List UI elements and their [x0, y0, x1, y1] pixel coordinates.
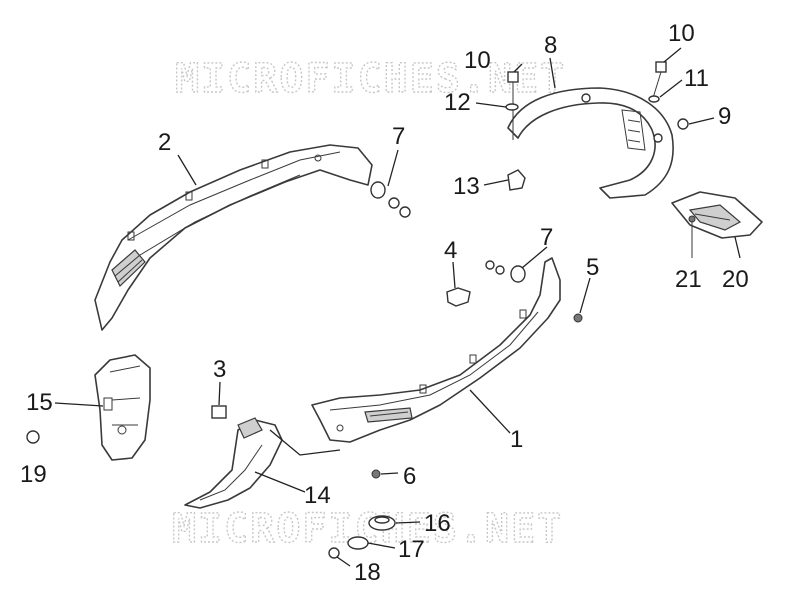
- callout-12: 12: [444, 89, 471, 116]
- callout-14: 14: [304, 482, 331, 509]
- part-20-rear-trim: [671, 191, 763, 239]
- callout-9: 9: [718, 103, 731, 130]
- part-11-washer: [648, 95, 660, 103]
- callout-2: 2: [158, 129, 171, 156]
- part-1-right-side-cover: [311, 257, 561, 443]
- watermark-top: MICROFICHES.NET: [175, 56, 566, 102]
- part-19-nut: [26, 430, 40, 444]
- callout-7-upper: 7: [392, 123, 405, 150]
- callout-8: 8: [544, 32, 557, 59]
- part-6-screw: [371, 469, 381, 479]
- callout-3: 3: [213, 356, 226, 383]
- part-12-washer: [505, 103, 519, 111]
- callout-17: 17: [398, 536, 425, 563]
- part-13-nut: [507, 169, 526, 191]
- callout-6: 6: [403, 463, 416, 490]
- part-9-washer: [677, 118, 689, 130]
- callout-labels: 1 2 3 4 5 6 7 7 8 9 10 10 11 12 13 14 15…: [20, 20, 749, 586]
- leader-lines: [54, 47, 741, 567]
- part-5-screw: [573, 313, 583, 323]
- callout-16: 16: [424, 510, 451, 537]
- part-17-grommet: [347, 536, 369, 550]
- callout-18: 18: [354, 559, 381, 586]
- callout-10-left: 10: [464, 47, 491, 74]
- part-3-clip: [211, 405, 227, 419]
- part-18-nut: [328, 547, 340, 559]
- callout-13: 13: [453, 173, 480, 200]
- callout-20: 20: [722, 266, 749, 293]
- callout-15: 15: [26, 389, 53, 416]
- part-7-grommet-upper: [370, 181, 411, 218]
- callout-5: 5: [586, 254, 599, 281]
- part-16-grommet: [368, 515, 396, 531]
- part-15-left-bracket: [94, 354, 151, 461]
- part-2-left-side-cover: [94, 144, 373, 331]
- part-10-bolt-right: [652, 61, 667, 99]
- callout-21: 21: [675, 266, 702, 293]
- callout-7-lower: 7: [540, 224, 553, 251]
- part-8-grab-rail: [507, 87, 674, 199]
- part-10-bolt-left: [507, 71, 519, 140]
- part-4-clip: [446, 287, 471, 307]
- callout-1: 1: [510, 426, 523, 453]
- part-14-lower-bracket: [184, 417, 341, 509]
- callout-11: 11: [684, 65, 709, 92]
- part-7-grommet-lower: [485, 260, 526, 283]
- callout-10-right: 10: [668, 20, 695, 47]
- callout-4: 4: [444, 237, 457, 264]
- part-21-screw: [688, 215, 696, 258]
- callout-19: 19: [20, 461, 47, 488]
